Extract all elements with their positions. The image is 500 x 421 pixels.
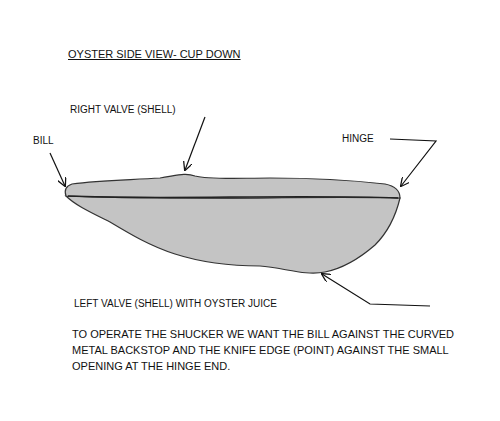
- left-valve-arrow: [322, 274, 430, 306]
- part-label: LEFT VALVE (SHELL) WITH OYSTER JUICE: [74, 298, 277, 310]
- diagram-title: OYSTER SIDE VIEW- CUP DOWN: [68, 48, 241, 61]
- note-text: TO OPERATE THE SHUCKER WE WANT THE BILL …: [72, 327, 492, 375]
- part-label: HINGE: [342, 133, 374, 145]
- bill-arrow: [50, 153, 65, 186]
- part-label: RIGHT VALVE (SHELL): [70, 104, 176, 116]
- right-valve-arrow: [185, 117, 205, 170]
- right-valve-shell: [65, 174, 400, 198]
- shell-seam: [68, 196, 398, 198]
- part-label: BILL: [33, 135, 54, 147]
- hinge-arrow: [390, 139, 436, 186]
- left-valve-shell: [66, 196, 400, 273]
